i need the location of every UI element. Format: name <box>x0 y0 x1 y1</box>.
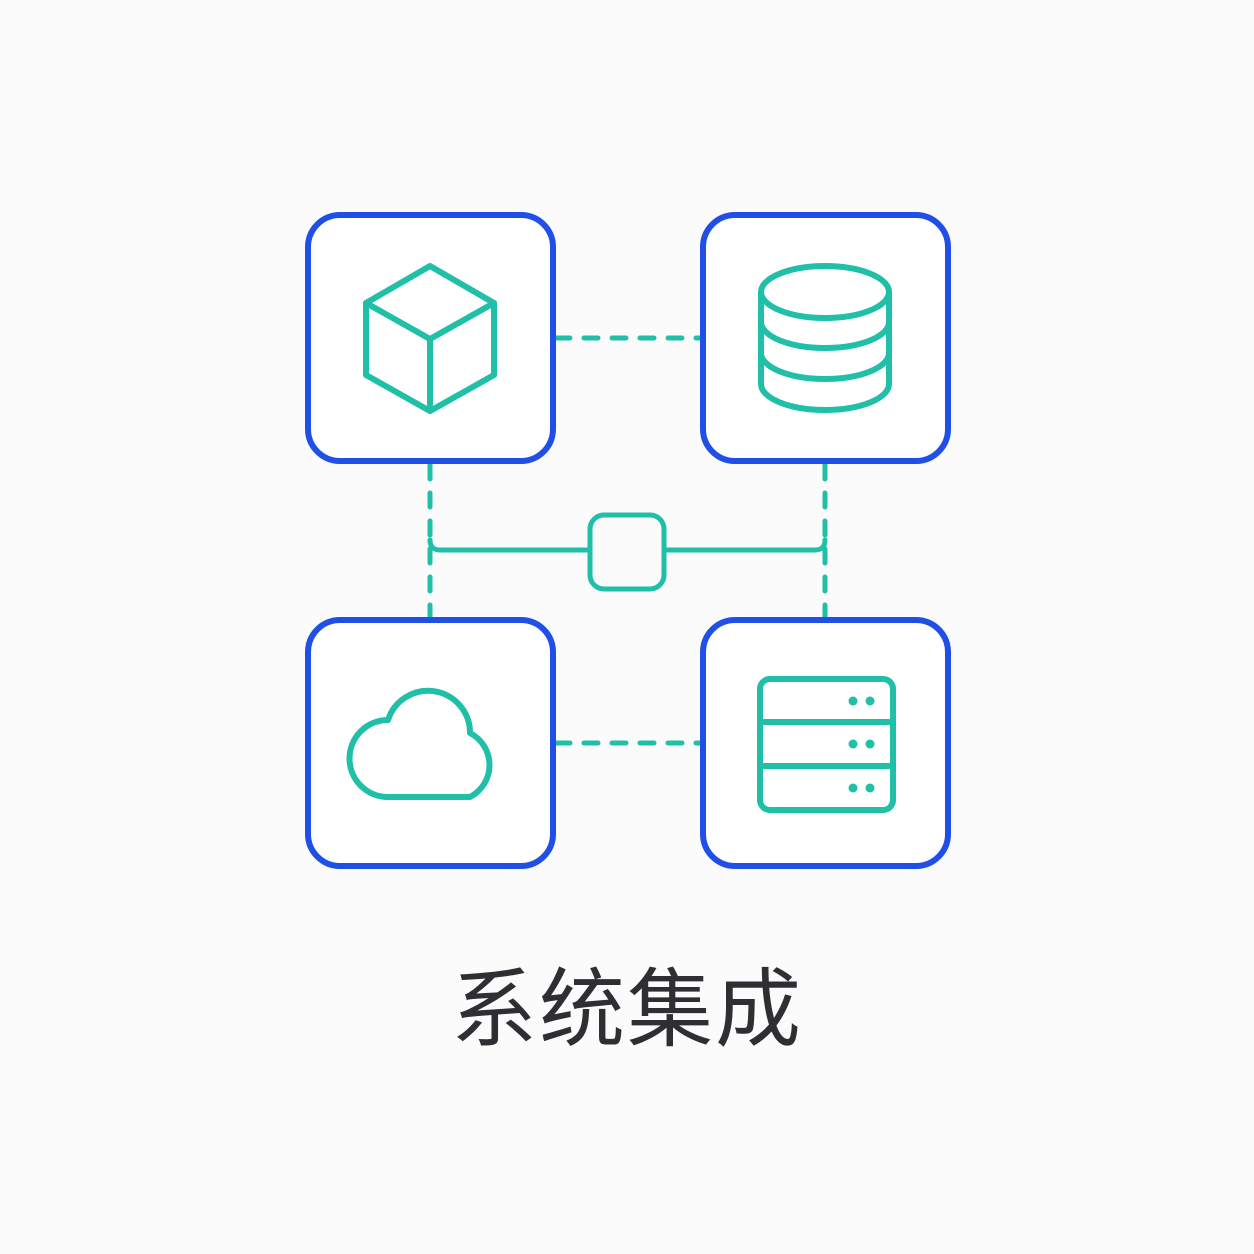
server-status-dots <box>848 696 875 793</box>
database-node-frame <box>700 212 951 464</box>
cube-icon <box>363 263 497 414</box>
connector-hub-right <box>661 537 828 553</box>
cloud-node-frame <box>305 617 556 869</box>
hub-node <box>587 512 667 592</box>
diagram-title: 系统集成 <box>451 960 803 1060</box>
connector-hub-left <box>427 537 593 553</box>
server-icon <box>757 676 896 813</box>
database-icon <box>758 263 892 413</box>
server-node-frame <box>700 617 951 869</box>
cloud-icon <box>346 687 493 800</box>
